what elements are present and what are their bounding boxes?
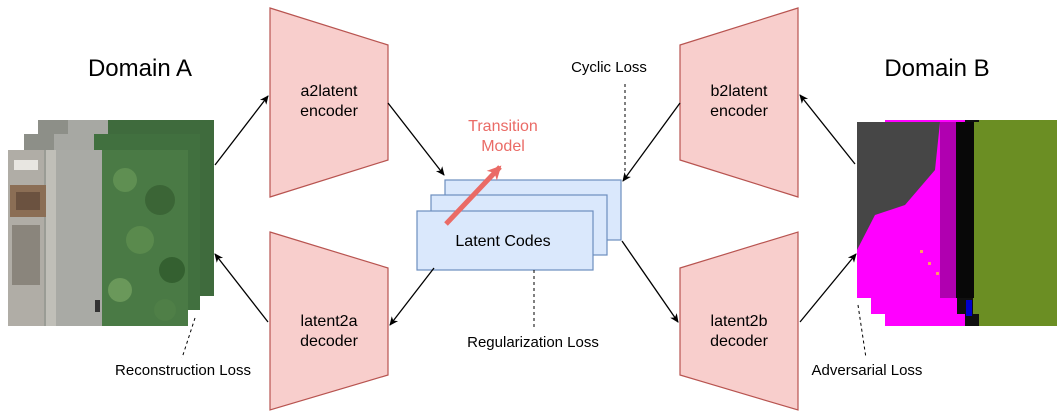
latent2b-decoder: latent2b decoder bbox=[679, 231, 799, 411]
latent2a-decoder: latent2a decoder bbox=[269, 231, 389, 411]
latent2b-decoder-label-line2: decoder bbox=[710, 333, 768, 350]
arrow-latent-to-latent2a bbox=[389, 267, 435, 326]
reconstruction-loss-label: Reconstruction Loss bbox=[115, 362, 251, 379]
arrow-latent2a-to-domain-a bbox=[214, 253, 269, 323]
arrow-domain-a-to-a2latent bbox=[214, 95, 269, 166]
latent2a-decoder-label-line2: decoder bbox=[300, 333, 358, 350]
domain-a-image-front bbox=[8, 150, 188, 326]
latent-codes-label: Latent Codes bbox=[455, 233, 550, 250]
arrow-latent-to-latent2b bbox=[621, 240, 679, 323]
b2latent-encoder-label-line2: encoder bbox=[710, 103, 768, 120]
b2latent-encoder-label-line1: b2latent bbox=[711, 83, 768, 100]
b2latent-encoder: b2latent encoder bbox=[679, 7, 799, 198]
domain-a-label: Domain A bbox=[88, 55, 192, 82]
arrow-b2latent-to-latent bbox=[622, 102, 681, 182]
latent2a-decoder-label-line1: latent2a bbox=[301, 313, 358, 330]
a2latent-encoder-label-line2: encoder bbox=[300, 103, 358, 120]
a2latent-encoder-label-line1: a2latent bbox=[301, 83, 358, 100]
loss-leaders bbox=[181, 84, 867, 359]
transition-model: Transition Model bbox=[444, 118, 538, 226]
a2latent-encoder: a2latent encoder bbox=[269, 7, 389, 198]
domain-b-label: Domain B bbox=[884, 55, 989, 82]
latent2b-decoder-label-line1: latent2b bbox=[711, 313, 768, 330]
reconstruction-loss-leader bbox=[181, 317, 196, 359]
arrow-domain-b-to-b2latent bbox=[799, 94, 856, 165]
arrow-a2latent-to-latent bbox=[387, 102, 445, 176]
transition-model-label-line2: Model bbox=[481, 138, 525, 155]
arrow-latent2b-to-domain-b bbox=[799, 253, 857, 323]
adversarial-loss-leader bbox=[857, 304, 867, 359]
transition-model-label-line1: Transition bbox=[468, 118, 538, 135]
domain-a-image-stack bbox=[8, 120, 214, 326]
adversarial-loss-label: Adversarial Loss bbox=[812, 362, 923, 379]
regularization-loss-label: Regularization Loss bbox=[467, 334, 599, 351]
cyclic-loss-label: Cyclic Loss bbox=[571, 59, 647, 76]
connection-arrows bbox=[214, 94, 857, 326]
domain-b-image-front bbox=[857, 122, 1033, 316]
transition-model-arrow bbox=[444, 165, 502, 226]
domain-b-image-stack bbox=[857, 120, 1057, 326]
